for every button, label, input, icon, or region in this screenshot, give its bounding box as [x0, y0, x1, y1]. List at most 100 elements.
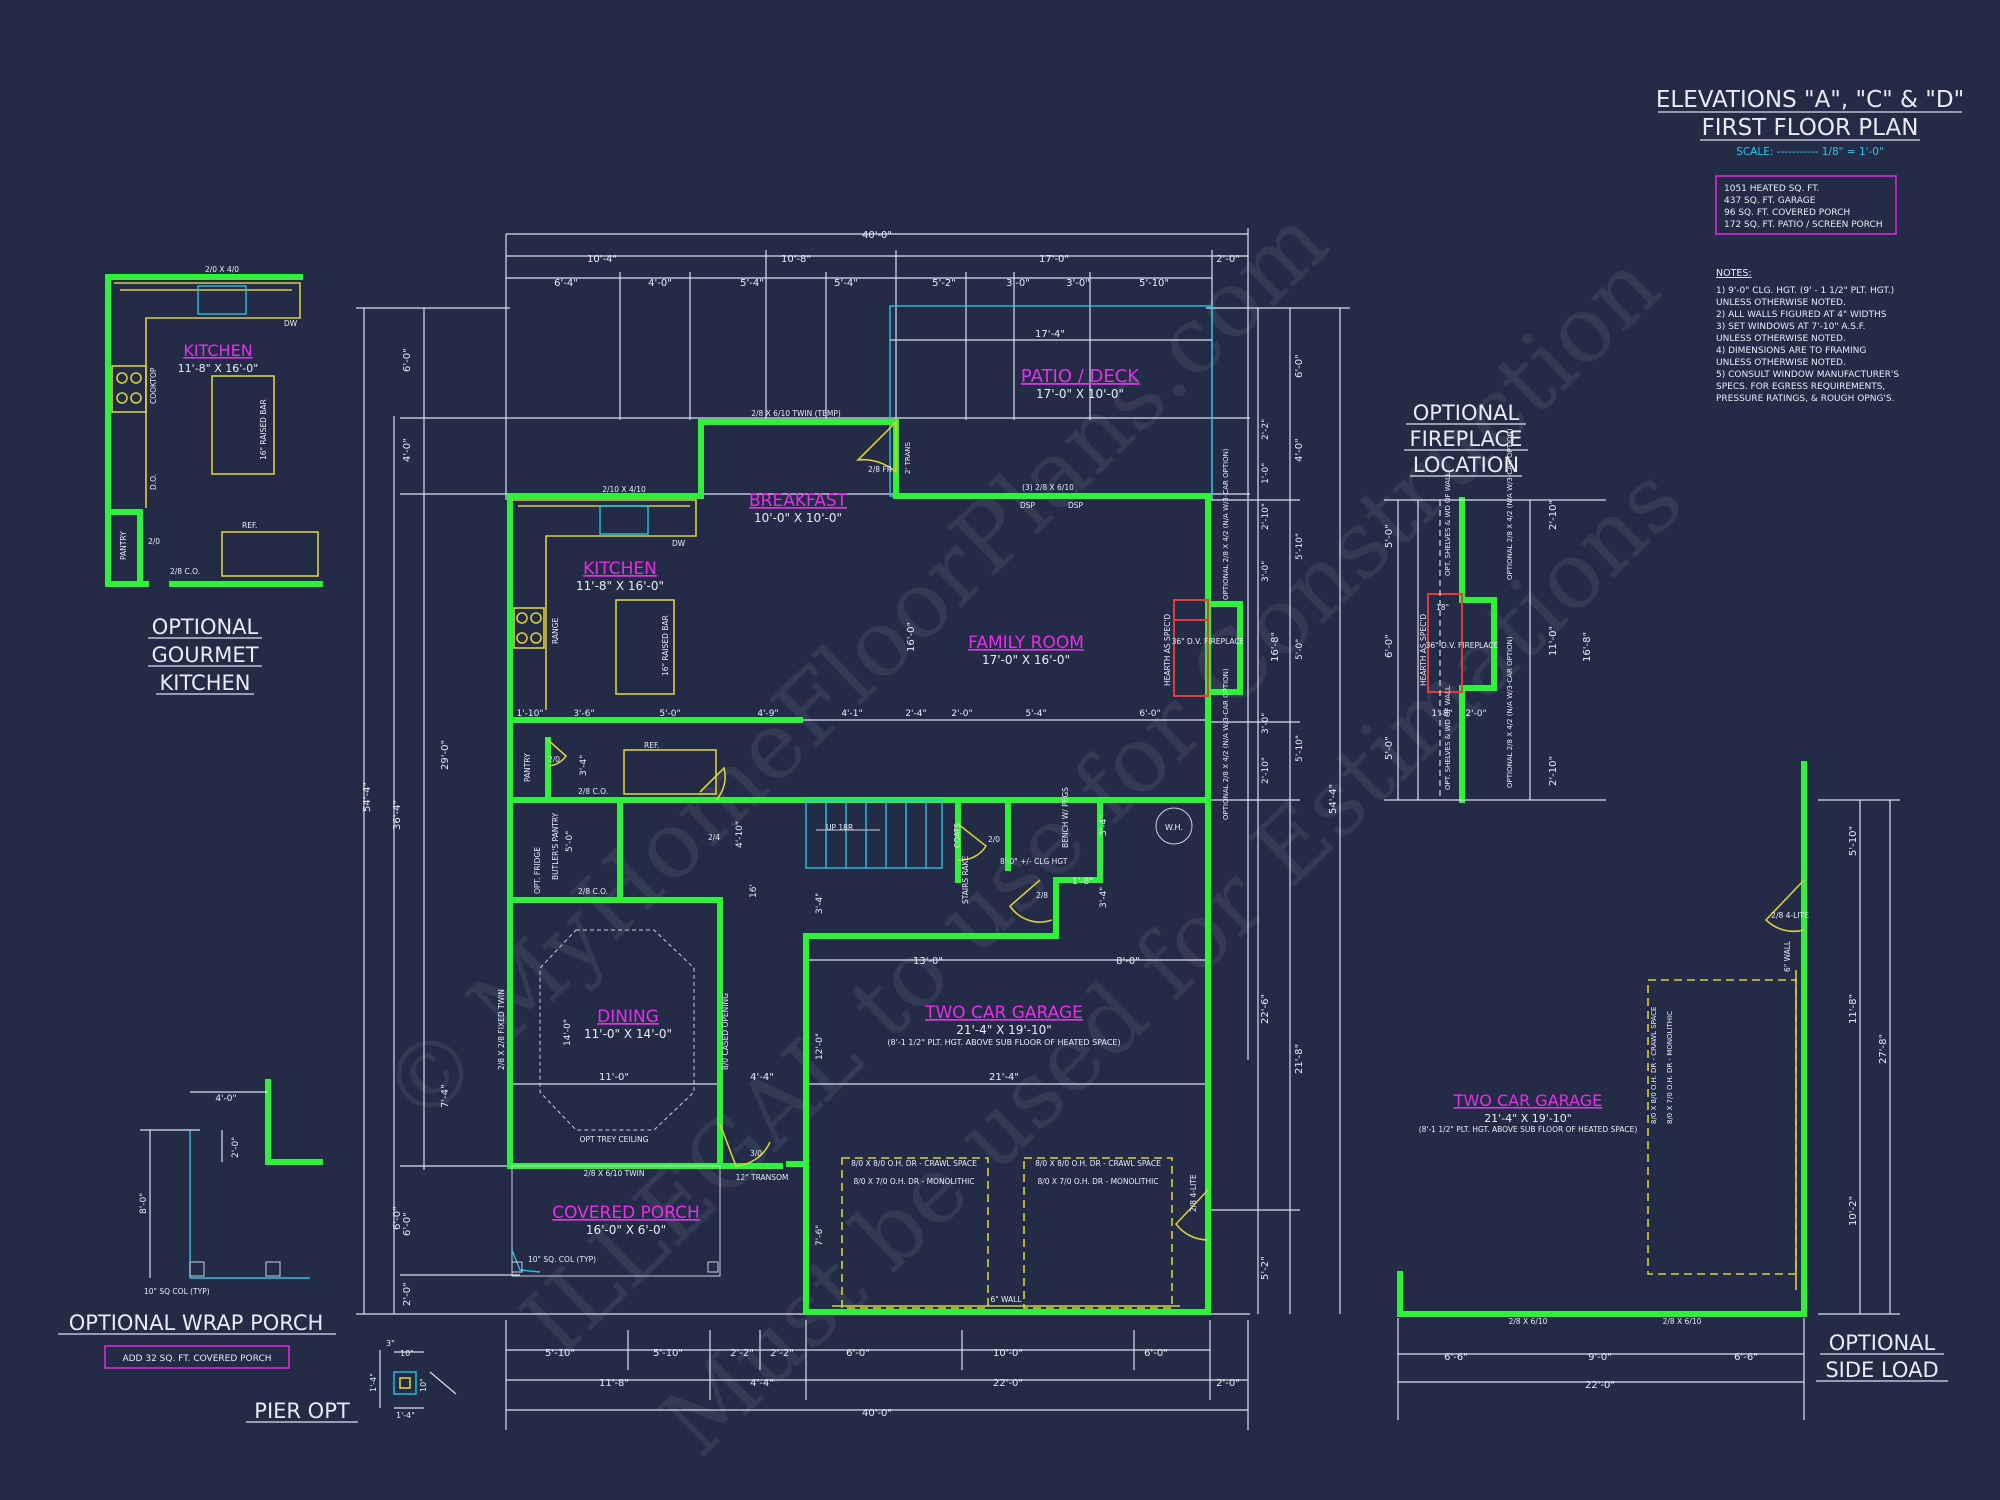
plan-linework: [511, 1165, 721, 1277]
gourmet-title-3: KITCHEN: [160, 671, 251, 695]
plan-label: 6'-0": [402, 348, 413, 372]
plan-label: 5'-0": [1384, 524, 1395, 548]
plan-label: 2/8 X 6/10 TWIN: [583, 1169, 644, 1178]
room-breakfast-size: 10'-0" X 10'-0": [754, 511, 842, 525]
plan-label: OPT. SHELVES & WD OF WALL: [1444, 472, 1452, 576]
room-garage-note: (8'-1 1/2" PLT. HGT. ABOVE SUB FLOOR OF …: [887, 1038, 1120, 1047]
side-load-title-1: OPTIONAL: [1829, 1331, 1936, 1355]
plan-label: 21'-8": [1294, 1044, 1305, 1074]
plan-label: OPTIONAL 2/8 X 4/2 (N/A W/3-CAR OPTION): [1506, 636, 1514, 788]
plan-label: 6'-6": [1734, 1352, 1758, 1363]
plan-label: 9'-0": [1588, 1352, 1612, 1363]
plan-label: 10'-8": [781, 254, 811, 265]
plan-linework: [1764, 879, 1805, 933]
plan-label: 2/8 X 6/10: [1663, 1317, 1702, 1326]
plan-label: REF.: [242, 521, 257, 530]
plan-label: 4'-0": [402, 438, 413, 462]
area-box: [1715, 175, 1897, 235]
plan-label: 2/8 4-LITE: [1189, 1174, 1198, 1212]
plan-linework: [516, 632, 528, 644]
plan-linework: [699, 766, 726, 801]
plan-label: 8/0 CASED OPENING: [721, 993, 730, 1070]
plan-label: 11'-0": [1548, 626, 1559, 656]
plan-label: 8'-0": [139, 1193, 149, 1214]
plan-label: 5'-0": [1384, 736, 1395, 760]
plan-label: 6'-4": [554, 278, 578, 289]
optional-gourmet-kitchen: KITCHEN 11'-8" X 16'-0" 2/0 X 4/0 DW COO…: [105, 265, 323, 695]
plan-linework: [116, 372, 128, 384]
plan-linework: [512, 499, 697, 710]
plan-label: (8'-1 1/2" PLT. HGT. ABOVE SUB FLOOR OF …: [1419, 1125, 1638, 1134]
plan-label: 12" TRANSOM: [736, 1173, 789, 1182]
plan-label: 16': [749, 884, 759, 898]
plan-linework: [957, 823, 988, 861]
plan-label: 6'-0": [1144, 1348, 1168, 1359]
plan-label: 2'-0": [402, 1282, 413, 1306]
plan-label: 2'-0": [1465, 709, 1486, 719]
plan-label: OPT. FRIDGE: [533, 847, 542, 894]
plan-label: 4'-10": [735, 821, 745, 848]
plan-label: 2'-10": [1261, 503, 1271, 530]
plan-label: 2/8 X 6/10: [1509, 1317, 1548, 1326]
plan-label: 2'-2": [1261, 419, 1271, 440]
note-line: 5) CONSULT WINDOW MANUFACTURER'S: [1716, 370, 1899, 380]
optional-wrap-porch: 4'-0" 2'-0" 8'-0" 10" SQ COL (TYP) OPTIO…: [58, 1079, 336, 1369]
plan-label: 2/4: [708, 833, 720, 842]
main-plan-text: 40'-0" 10'-4" 10'-8" 17'-0" 2'-0" 6'-4" …: [362, 230, 1339, 1419]
note-line: 4) DIMENSIONS ARE TO FRAMING: [1716, 346, 1866, 356]
plan-label: 3'-6": [573, 709, 594, 719]
plan-label: HEARTH AS SPEC'D: [1163, 614, 1172, 686]
plan-label: 2'-0": [951, 709, 972, 719]
gourmet-title-1: OPTIONAL: [152, 615, 259, 639]
pier-opt-title: PIER OPT: [254, 1399, 350, 1423]
plan-linework: [265, 1261, 281, 1277]
plan-linework: [509, 897, 723, 1169]
title-first-floor-plan: FIRST FLOOR PLAN: [1702, 115, 1919, 141]
plan-linework: [429, 1371, 457, 1395]
room-breakfast-name: BREAKFAST: [749, 491, 848, 511]
plan-linework: [105, 274, 303, 587]
plan-label: (3) 2/8 X 6/10: [1022, 483, 1074, 492]
plan-linework: [719, 1123, 771, 1167]
plan-label: 6'-0": [1139, 709, 1160, 719]
plan-linework: [1174, 1189, 1209, 1241]
title-elevations: ELEVATIONS "A", "C" & "D": [1656, 87, 1964, 113]
plan-label: 12'-0": [815, 1033, 825, 1060]
plan-label: 17'-0": [1039, 254, 1069, 265]
notes-heading: NOTES:: [1716, 268, 1752, 279]
plan-linework: [1008, 879, 1053, 923]
plan-linework: [116, 392, 128, 404]
plan-linework: [623, 749, 717, 795]
plan-label: 17'-4": [1035, 329, 1065, 340]
plan-linework: [513, 607, 545, 649]
gourmet-room-name: KITCHEN: [183, 341, 252, 360]
plan-label: 14'-0": [563, 1019, 573, 1046]
gourmet-title-2: GOURMET: [152, 643, 259, 667]
plan-label: OPT. SHELVES & WD OF WALL: [1444, 686, 1452, 790]
plan-label: 21'-4": [989, 1072, 1019, 1083]
plan-linework: [855, 420, 897, 474]
plan-linework: [211, 375, 275, 475]
plan-linework: [1173, 599, 1209, 697]
room-patio-size: 17'-0" X 10'-0": [1036, 387, 1124, 401]
garage-doors: [832, 1157, 1180, 1309]
plan-label: 5'-0": [1295, 639, 1305, 660]
room-kitchen-name: KITCHEN: [583, 559, 657, 579]
plan-label: 2' TRANS: [904, 442, 912, 474]
plan-linework: [516, 612, 528, 624]
room-family-name: FAMILY ROOM: [968, 633, 1084, 653]
plan-label: 6" WALL: [990, 1295, 1022, 1304]
plan-label: 2/8 4-LITE: [1771, 911, 1809, 920]
room-patio-name: PATIO / DECK: [1021, 366, 1140, 387]
fireplace-title-1: OPTIONAL: [1413, 401, 1520, 425]
plan-label: 2/8 C.O.: [578, 787, 608, 796]
plan-label: DSP: [1068, 501, 1084, 510]
room-porch-name: COVERED PORCH: [552, 1203, 700, 1223]
plan-linework: [265, 1079, 323, 1165]
plan-label: 10'-2": [1848, 1196, 1859, 1226]
plan-label: 2/8 X 2/8 FIXED TWIN: [497, 989, 506, 1070]
plan-label: 8'-0" +/- CLG HGT: [1000, 857, 1068, 866]
plan-label: 7'-6": [815, 1225, 825, 1246]
plan-linework: [111, 365, 147, 413]
